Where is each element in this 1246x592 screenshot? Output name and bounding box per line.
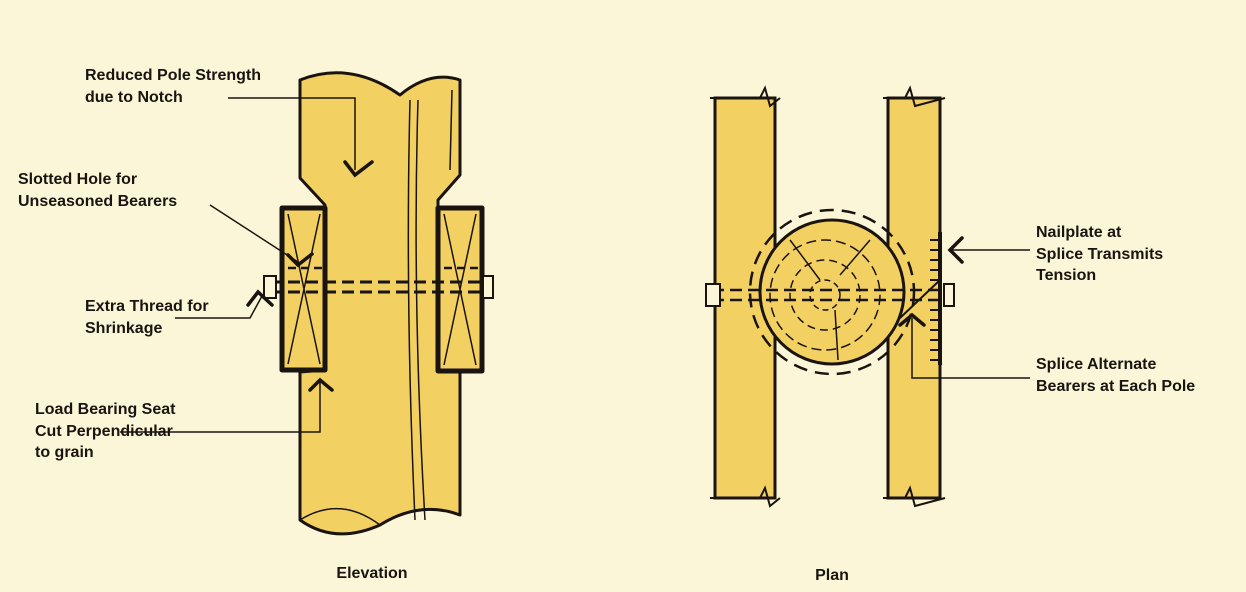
caption-plan: Plan — [815, 567, 849, 584]
label-load-bearing-seat: Load Bearing Seat Cut Perpendicular to g… — [35, 399, 175, 464]
label-line: Nailplate at — [1036, 224, 1122, 241]
label-line: Splice Alternate — [1036, 356, 1157, 373]
label-line: to grain — [35, 444, 94, 461]
label-line: Shrinkage — [85, 319, 163, 337]
label-reduced-pole-strength: Reduced Pole Strength due to Notch — [85, 65, 261, 108]
label-line: Load Bearing Seat — [35, 401, 176, 418]
label-line: Bearers at Each Pole — [1036, 377, 1196, 395]
label-line: Reduced Pole Strength — [85, 67, 262, 84]
label-line: Cut Perpendicular — [35, 422, 173, 440]
label-line: due to Notch — [85, 88, 183, 106]
pole-plan — [758, 218, 906, 366]
label-line: Tension — [1036, 267, 1097, 284]
label-nailplate: Nailplate at Splice Transmits Tension — [1036, 222, 1163, 287]
label-line: Extra Thread for — [85, 298, 209, 315]
label-line: Slotted Hole for — [18, 171, 138, 188]
label-slotted-hole: Slotted Hole for Unseasoned Bearers — [18, 169, 177, 212]
label-extra-thread: Extra Thread for Shrinkage — [85, 296, 209, 339]
label-line: Unseasoned Bearers — [18, 192, 178, 210]
label-splice-alternate: Splice Alternate Bearers at Each Pole — [1036, 354, 1195, 397]
label-line: Splice Transmits — [1036, 245, 1164, 263]
caption-elevation: Elevation — [336, 565, 408, 582]
